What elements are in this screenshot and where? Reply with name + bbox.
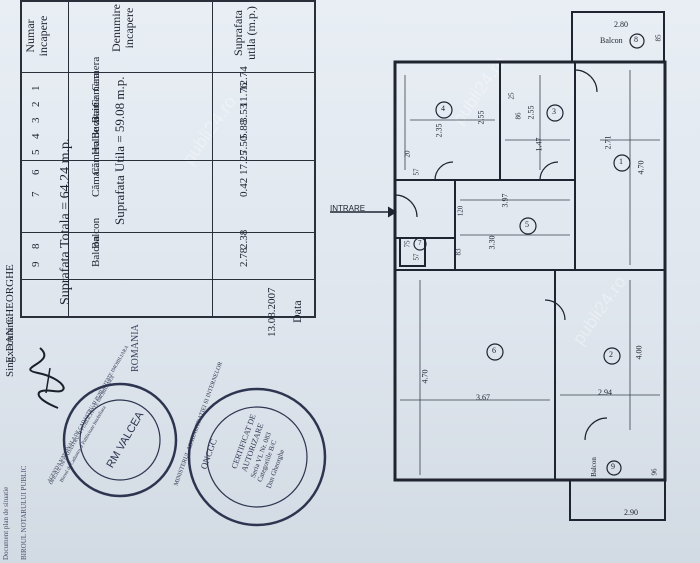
dim-balcony8-depth: 85 [654, 34, 663, 42]
balcony8-label: Balcon [600, 36, 623, 45]
dim-r3-height: 2.55 [526, 105, 536, 120]
dim-r3-b: 86 [514, 112, 523, 120]
dim-hall-a: 120 [456, 205, 465, 217]
balcony9-label: Balcon [589, 457, 598, 477]
ministry-certificate-stamp: MINISTERUL ADMINISTRATIEI SI INTERNELOR … [173, 361, 330, 530]
dim-r7-b: 57 [412, 253, 421, 261]
dim-r4-height: 2.55 [476, 110, 486, 125]
room-number-9: 9 [611, 462, 615, 471]
dim-r6-height: 4.70 [420, 369, 430, 384]
dim-r4-a: 20 [403, 150, 412, 158]
room-number-3: 3 [552, 107, 556, 116]
room-number-4: 4 [441, 104, 445, 113]
dim-r2-height: 4.00 [634, 345, 644, 360]
room-area-table: Numar incapere Denumire incapere Suprafa… [0, 0, 330, 563]
bottom-note: Document plan de situatie [2, 486, 10, 560]
dim-r1-width: 2.71 [603, 135, 613, 150]
bottom-header: ROMANIA [130, 324, 141, 372]
dim-hall-b: 83 [454, 248, 463, 256]
dim-r4-width: 2.35 [434, 123, 444, 138]
cadastre-agency-stamp: RM VALCEA AGENTIA NATIONALA DE CADASTRU … [47, 345, 180, 500]
dim-r7-a: 75 [403, 240, 412, 248]
dim-r3-width: 1.47 [534, 137, 544, 152]
entrance-label: INTRARE [330, 204, 366, 213]
room-number-5: 5 [525, 220, 529, 229]
dim-r6-width: 3.67 [476, 393, 490, 402]
dim-r3-a: 25 [507, 92, 516, 100]
room-number-1: 1 [619, 157, 623, 166]
room-number-2: 2 [609, 350, 613, 359]
dim-r2-width: 2.94 [598, 388, 612, 397]
signature-icon [29, 347, 65, 409]
dim-balcony8-width: 2.80 [614, 20, 628, 29]
round-seal-icon [187, 387, 327, 527]
round-seal-icon [62, 382, 178, 498]
dim-hall-width2: 3.30 [487, 235, 497, 250]
dim-balcony9-width: 2.90 [624, 508, 638, 517]
room-number-7: 7 [418, 239, 422, 247]
dim-hall-width: 3.97 [500, 193, 510, 208]
dim-r4-b: 57 [412, 168, 421, 176]
dim-balcony9-depth: 96 [650, 468, 659, 476]
room-markers [413, 33, 645, 476]
dim-r1-height: 4.70 [636, 160, 646, 175]
room-number-8: 8 [634, 35, 638, 44]
bottom-bureau: BIROUL NOTARULUI PUBLIC [20, 465, 28, 560]
room-number-6: 6 [492, 346, 496, 355]
